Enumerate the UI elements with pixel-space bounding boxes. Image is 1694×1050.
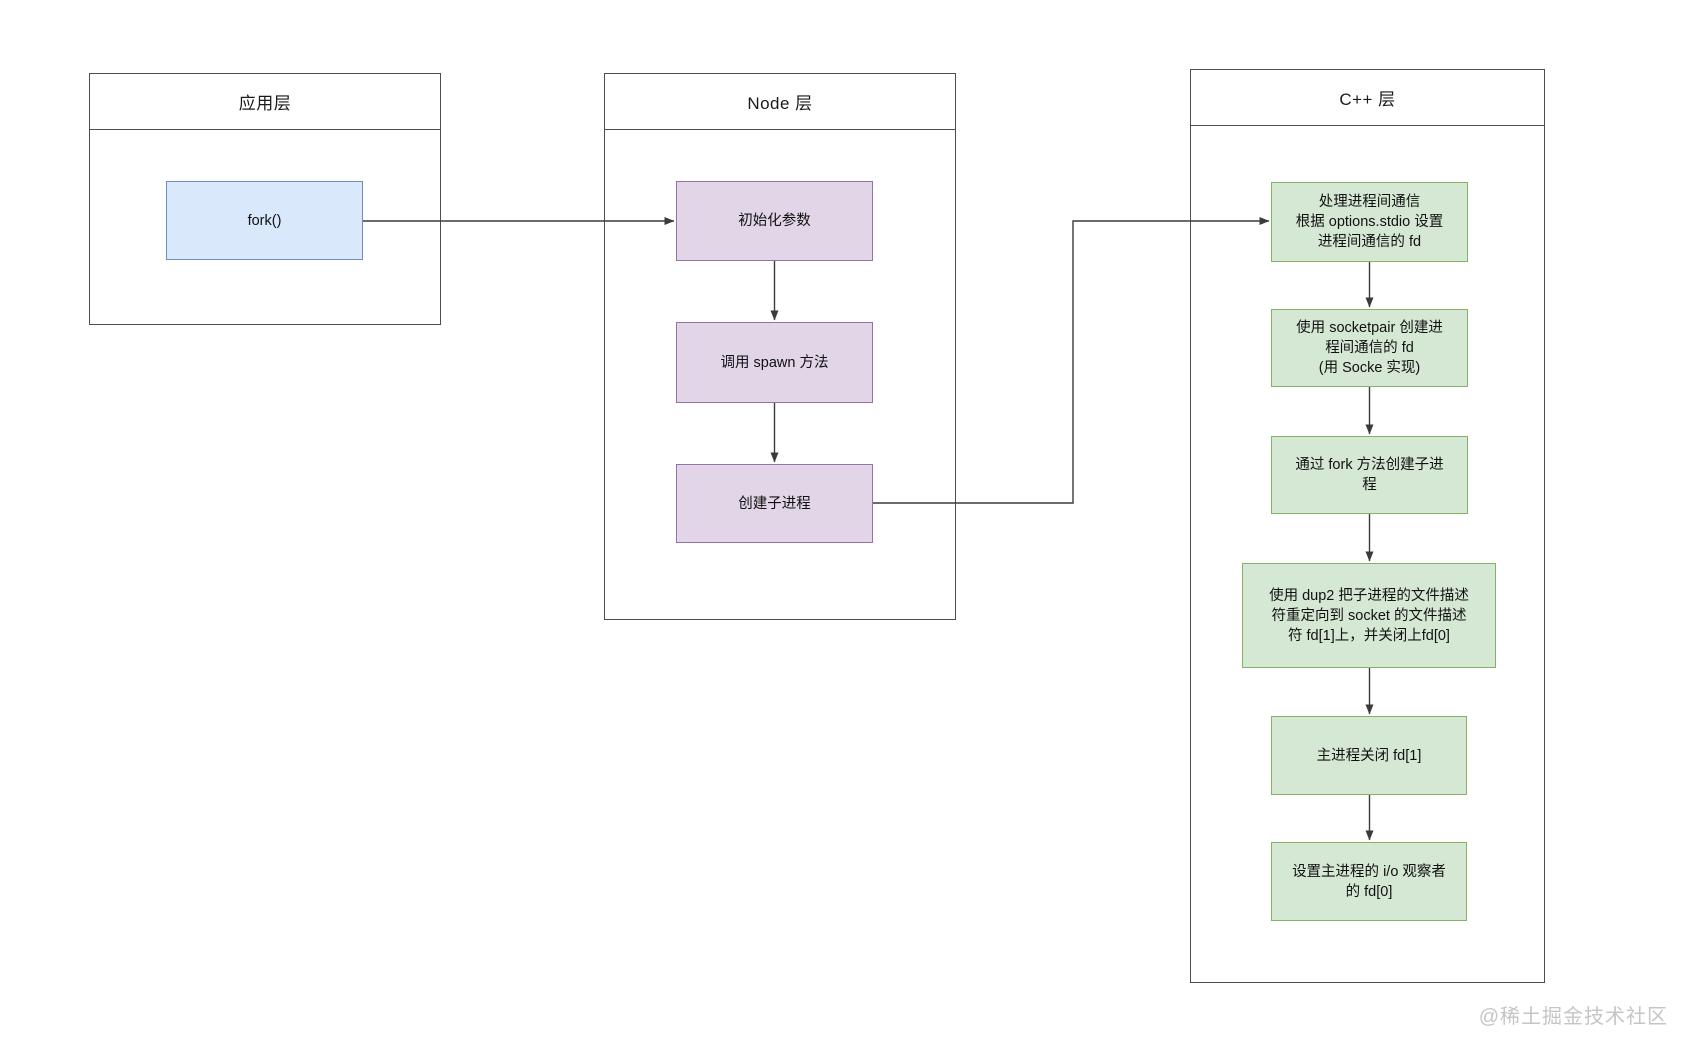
lane-node-layer-header: Node 层 bbox=[605, 74, 955, 130]
flow-box-fork-child: 通过 fork 方法创建子进 程 bbox=[1271, 436, 1468, 514]
lane-app-layer-header: 应用层 bbox=[90, 74, 440, 130]
flow-box-close-fd1: 主进程关闭 fd[1] bbox=[1271, 716, 1467, 795]
flow-box-handle-ipc: 处理进程间通信 根据 options.stdio 设置 进程间通信的 fd bbox=[1271, 182, 1468, 262]
watermark: @稀土掘金技术社区 bbox=[1478, 1006, 1668, 1028]
flow-box-fork: fork() bbox=[166, 181, 363, 260]
lane-node-layer-title: Node 层 bbox=[747, 94, 813, 113]
flow-box-init-params: 初始化参数 bbox=[676, 181, 873, 261]
flow-box-socketpair: 使用 socketpair 创建进 程间通信的 fd (用 Socke 实现) bbox=[1271, 309, 1468, 387]
lane-cpp-layer-title: C++ 层 bbox=[1339, 90, 1396, 109]
lane-cpp-layer-header: C++ 层 bbox=[1191, 70, 1544, 126]
flow-box-create-child: 创建子进程 bbox=[676, 464, 873, 543]
flow-box-call-spawn: 调用 spawn 方法 bbox=[676, 322, 873, 403]
flow-box-dup2: 使用 dup2 把子进程的文件描述 符重定向到 socket 的文件描述 符 f… bbox=[1242, 563, 1496, 668]
lane-app-layer-title: 应用层 bbox=[238, 94, 292, 113]
flow-box-io-watcher: 设置主进程的 i/o 观察者 的 fd[0] bbox=[1271, 842, 1467, 921]
